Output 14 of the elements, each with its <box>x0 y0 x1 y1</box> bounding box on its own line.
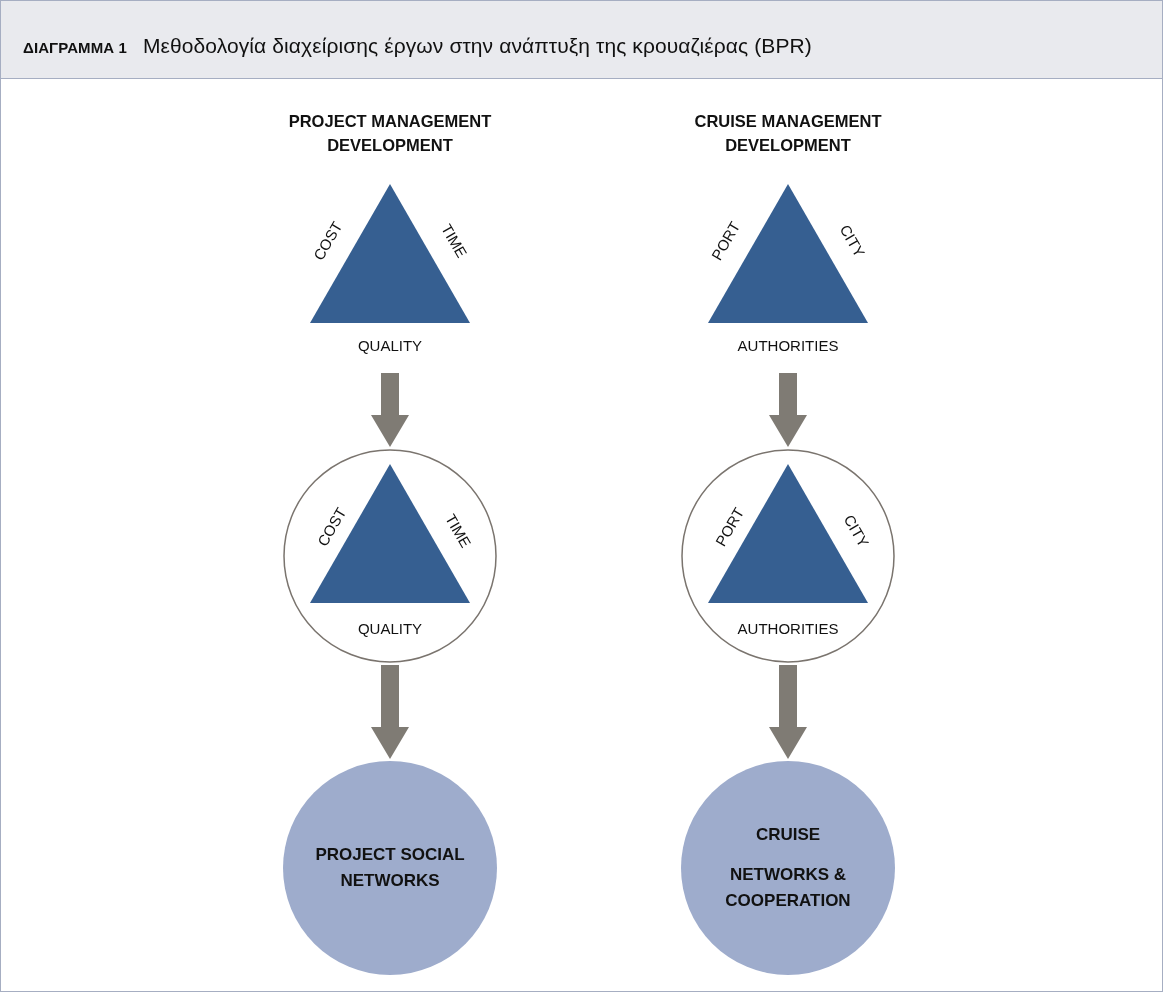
circle-label: CRUISE <box>755 824 821 846</box>
bottom-label: QUALITY <box>356 337 424 355</box>
bottom-label: AUTHORITIES <box>736 620 840 638</box>
block-arrow <box>769 665 807 759</box>
heading: PROJECT MANAGEMENT DEVELOPMENT <box>287 111 493 156</box>
circle-label: PROJECT SOCIAL NETWORKS <box>314 844 466 892</box>
heading: CRUISE MANAGEMENT DEVELOPMENT <box>693 111 883 156</box>
block-arrow <box>371 665 409 759</box>
figure-title: ΔΙΑΓΡΑΜΜΑ 1 Μεθοδολογία διαχείρισης έργων στην ανάπτυξη της κρουαζιέρας (BPR) <box>23 32 812 58</box>
bottom-label: AUTHORITIES <box>736 337 840 355</box>
block-arrow <box>769 373 807 447</box>
circle-label: NETWORKS & COOPERATION <box>724 864 852 912</box>
bottom-label: QUALITY <box>356 620 424 638</box>
block-arrow <box>371 373 409 447</box>
